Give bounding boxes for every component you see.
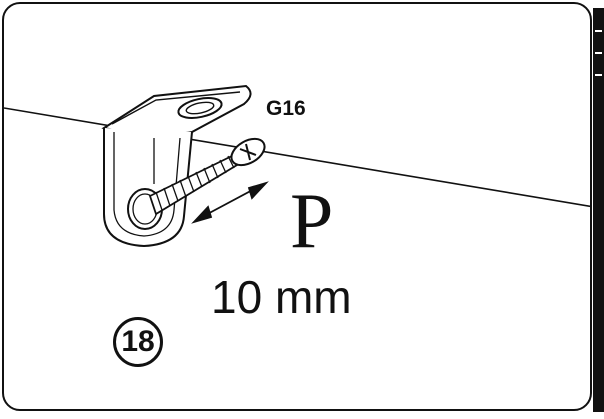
dimension-arrow [191,181,269,224]
step-number-badge: 18 [113,317,163,367]
edge-tick [595,30,602,32]
instruction-panel: G16 P 10 mm 18 [2,2,592,411]
l-bracket [101,84,252,248]
screw [148,137,266,216]
dimension-letter: P [290,177,334,264]
edge-tick [595,74,602,76]
bracket-illustration [4,84,590,248]
part-label: G16 [266,97,306,120]
edge-tick [595,52,602,54]
step-number: 18 [121,325,155,358]
page-edge-tab [593,8,604,412]
dimension-value: 10 mm [211,271,352,323]
wall-line [4,107,590,208]
